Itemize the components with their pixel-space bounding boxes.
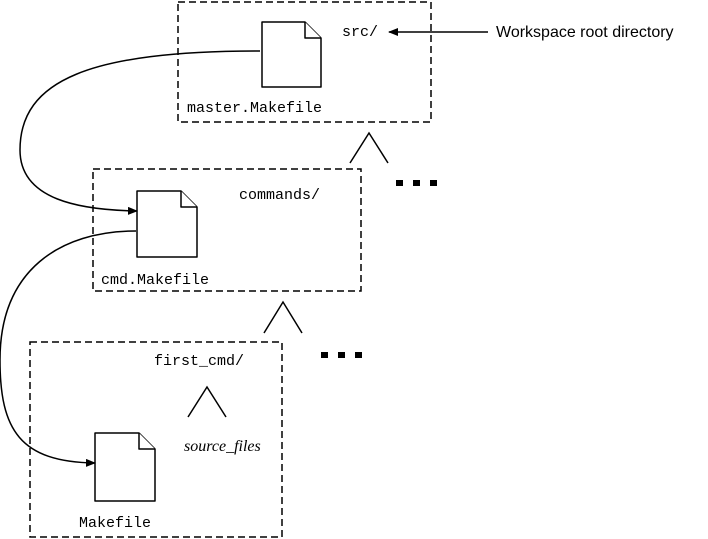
source-files-label: source_files [184,438,261,455]
makefile-label: Makefile [79,515,151,532]
workspace-root-annotation: Workspace root directory [496,24,674,41]
src-directory-box: src/ master.Makefile [177,1,432,123]
file-document-icon [94,432,156,502]
tree-caret-icon [349,131,389,164]
first-cmd-directory-name: first_cmd/ [154,353,244,370]
include-arrow-cmd-to-makefile [0,230,137,467]
file-document-icon [136,190,198,258]
ellipsis-icon [321,352,362,358]
commands-directory-box: commands/ cmd.Makefile [92,168,362,292]
commands-box-border [92,168,362,292]
include-arrow-master-to-cmd [19,50,261,215]
cmd-makefile-label: cmd.Makefile [101,272,209,289]
src-directory-name: src/ [342,24,378,41]
src-box-border [177,1,432,123]
file-document-icon [261,21,322,88]
first-cmd-box-border [29,341,283,538]
commands-directory-name: commands/ [239,187,320,204]
master-makefile-label: master.Makefile [187,100,322,117]
tree-caret-icon [187,385,227,418]
first-cmd-directory-box: first_cmd/ source_files Makefile [29,341,283,538]
tree-caret-icon [263,300,303,334]
ellipsis-icon [396,180,437,186]
